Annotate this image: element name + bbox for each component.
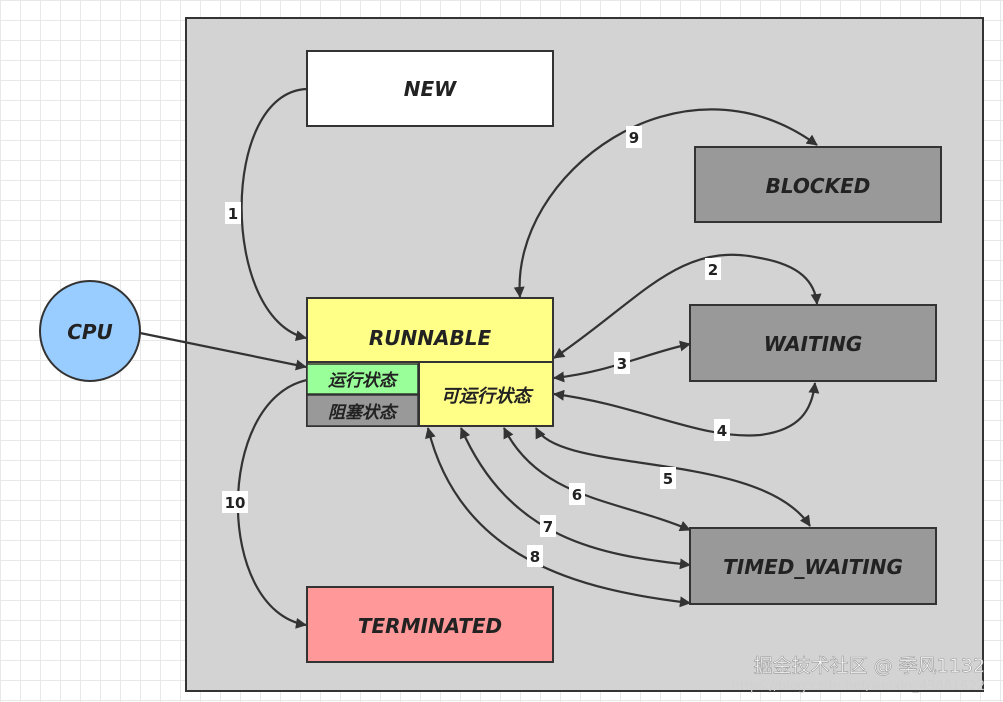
edge-label-8: 8 xyxy=(530,548,540,566)
watermark-url: https://blog.csdn.net/weixin_43881622 xyxy=(731,679,985,694)
state-timed-waiting-box xyxy=(689,527,937,605)
edge-cpu xyxy=(139,331,307,371)
edge-label-5: 5 xyxy=(663,470,673,488)
edge-9 xyxy=(513,108,818,298)
edge-label-7: 7 xyxy=(543,518,553,536)
state-new-box xyxy=(306,50,554,127)
edge-label-10: 10 xyxy=(225,494,246,512)
cpu-label: CPU xyxy=(67,320,113,344)
edge-2 xyxy=(553,253,822,359)
edge-label-6: 6 xyxy=(572,486,582,504)
edge-1 xyxy=(240,87,308,342)
state-terminated-box xyxy=(306,586,554,663)
cpu-circle xyxy=(39,280,141,382)
edge-label-3: 3 xyxy=(617,355,627,373)
watermark-main: 掘金技术社区 @ 季风1132 xyxy=(754,655,985,677)
state-new-label: NEW xyxy=(404,77,457,101)
edge-label-4: 4 xyxy=(717,422,727,440)
state-blocked-box xyxy=(694,146,942,223)
state-runnable-label: RUNNABLE xyxy=(369,326,492,350)
edge-label-1: 1 xyxy=(228,205,238,223)
state-blocked-label: BLOCKED xyxy=(766,174,871,198)
substate-running-box xyxy=(306,363,419,395)
state-waiting-label: WAITING xyxy=(764,332,863,356)
state-terminated-label: TERMINATED xyxy=(358,614,502,638)
state-timed-waiting-label: TIMED_WAITING xyxy=(723,555,903,579)
substate-ready-label: 可运行状态 xyxy=(441,386,534,407)
substate-blocking-label: 阻塞状态 xyxy=(328,403,399,423)
substate-blocking-box xyxy=(306,394,419,427)
edge-label-2: 2 xyxy=(708,261,718,279)
substate-running-label: 运行状态 xyxy=(328,371,399,391)
state-waiting-box xyxy=(689,304,937,382)
edge-label-9: 9 xyxy=(629,129,639,147)
